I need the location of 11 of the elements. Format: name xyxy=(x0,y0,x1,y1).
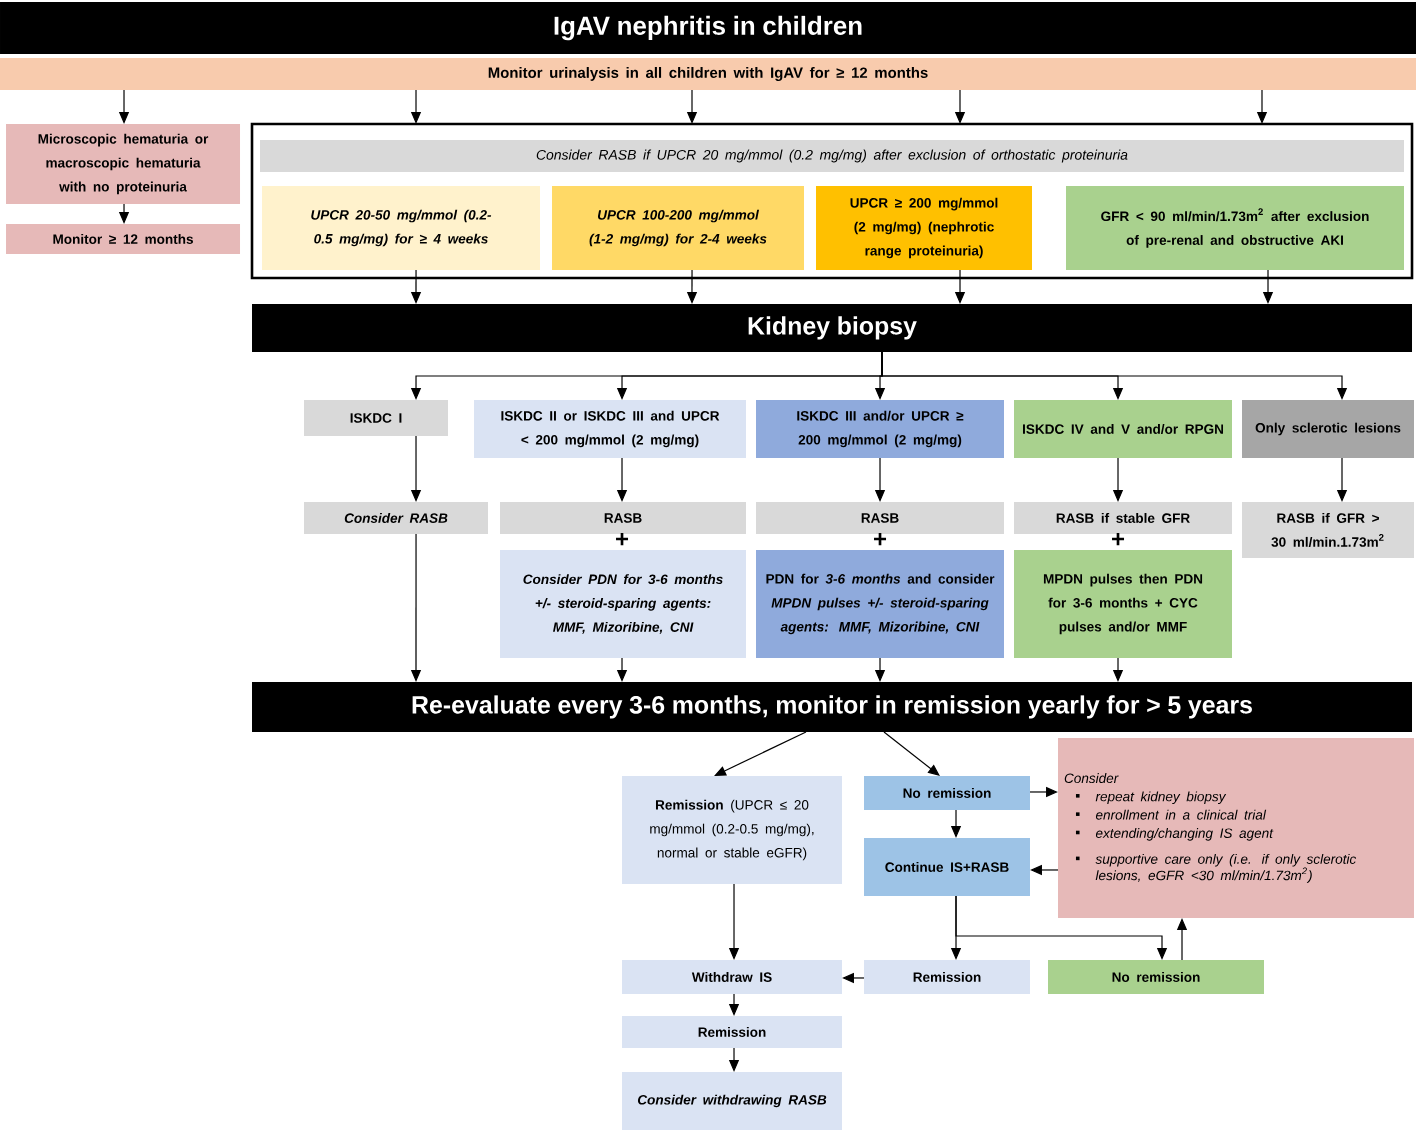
arrow xyxy=(714,731,807,776)
plus-sign: + xyxy=(1112,532,1125,546)
group-frame xyxy=(250,122,1414,280)
plus-sign: + xyxy=(616,532,629,546)
arrow xyxy=(881,351,1348,400)
heading-bar: Re-evaluate every 3-6 months, monitor in remission yearly for > 5 years xyxy=(252,682,1412,732)
plus-sign: + xyxy=(874,532,887,546)
arrow xyxy=(883,731,940,776)
arrow xyxy=(955,895,1168,960)
heading-bar: Kidney biopsy xyxy=(252,304,1412,352)
heading-bar: IgAV nephritis in children xyxy=(0,2,1416,54)
